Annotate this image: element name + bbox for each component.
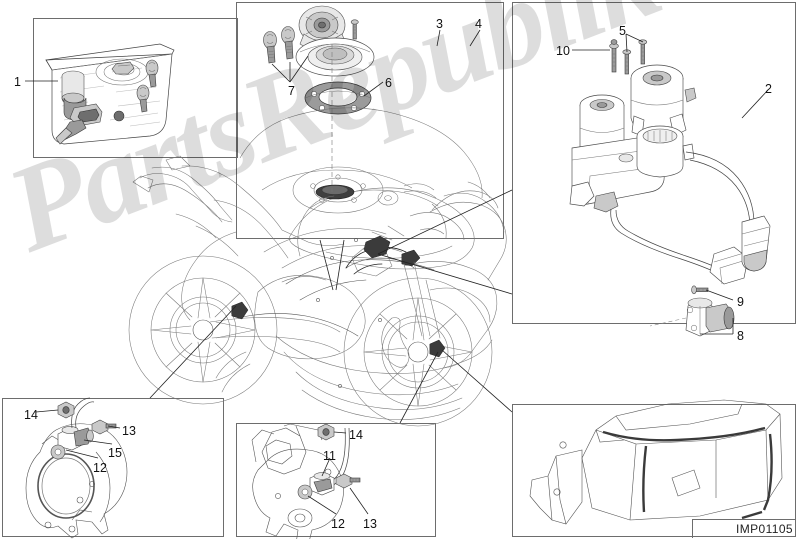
callout-15-sensor: 15 bbox=[108, 446, 122, 460]
callout-13-screw: 13 bbox=[363, 517, 377, 531]
callout-3-key: 3 bbox=[436, 17, 443, 31]
callout-13-screw-left: 13 bbox=[122, 424, 136, 438]
motorcycle-illustration bbox=[128, 155, 507, 427]
lock-kit-artwork bbox=[45, 43, 175, 145]
callout-14-nut-left: 14 bbox=[24, 408, 38, 422]
fork-sensor-panel bbox=[236, 423, 436, 537]
airbox-sensor-panel bbox=[512, 404, 796, 537]
callout-11-sensor-bracket: 11 bbox=[323, 449, 336, 463]
callout-10-ignition-screw: 10 bbox=[556, 44, 570, 58]
drawing-code: IMP01105 bbox=[734, 522, 794, 536]
callout-7-tank-cap-lock: 7 bbox=[288, 84, 295, 98]
callout-4-key: 4 bbox=[475, 17, 482, 31]
tank-cap-panel bbox=[236, 2, 504, 239]
ignition-switch-artwork bbox=[569, 39, 771, 285]
drawing-code-box bbox=[692, 519, 796, 538]
callout-5-screw: 5 bbox=[619, 24, 626, 38]
callout-9-sensor-screw: 9 bbox=[737, 295, 744, 309]
airbox-artwork bbox=[529, 285, 783, 525]
callout-12-spacer-left: 12 bbox=[93, 461, 107, 475]
callout-1-lock-kit: 1 bbox=[14, 75, 21, 89]
callout-6-tank-cap-gasket: 6 bbox=[385, 76, 392, 90]
tank-cap-artwork bbox=[239, 5, 483, 241]
callout-14-nut: 14 bbox=[349, 428, 363, 442]
callout-8-air-temp-sensor: 8 bbox=[737, 329, 744, 343]
fork-sensor-artwork bbox=[251, 423, 361, 539]
ignition-switch-panel bbox=[512, 2, 796, 324]
front-caliper-artwork bbox=[25, 397, 128, 539]
callout-12-spacer: 12 bbox=[331, 517, 345, 531]
callout-2-wiring-connector: 2 bbox=[765, 82, 772, 96]
lock-kit-panel bbox=[33, 18, 238, 158]
front-caliper-panel bbox=[2, 398, 224, 537]
